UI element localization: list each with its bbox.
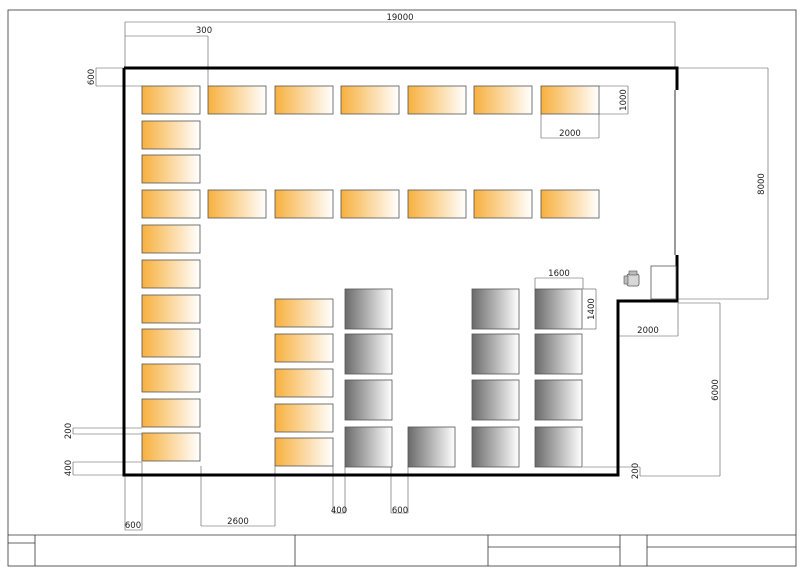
- dim-left-gap-b: 400: [64, 460, 74, 476]
- dim-gap-a: 400: [331, 506, 347, 516]
- dim-bottom-left: 600: [125, 521, 141, 531]
- desk: [407, 189, 467, 219]
- dim-left-gap-a: 200: [64, 423, 74, 439]
- table: [471, 426, 520, 468]
- dim-left-top-offset: 600: [87, 69, 97, 85]
- desk: [141, 189, 201, 219]
- table: [471, 333, 520, 375]
- desk: [141, 432, 201, 462]
- table: [407, 426, 456, 468]
- dim-desk-depth: 1000: [619, 89, 629, 111]
- desk: [274, 368, 334, 398]
- dim-table-width: 1600: [548, 269, 570, 279]
- desk-group: [141, 85, 600, 467]
- table: [471, 288, 520, 330]
- chair-icon: [623, 270, 640, 287]
- table: [344, 288, 393, 330]
- dim-bottom-right: 200: [631, 463, 641, 479]
- desk: [207, 85, 267, 115]
- room-wall: [124, 66, 679, 90]
- table: [344, 333, 393, 375]
- desk: [141, 259, 201, 289]
- table: [471, 379, 520, 421]
- dim-table-depth: 1400: [587, 298, 597, 320]
- dim-right-lower-depth: 6000: [711, 379, 721, 401]
- dim-overall-width: 19000: [386, 13, 413, 23]
- table-group: [344, 288, 583, 468]
- table: [534, 333, 583, 375]
- desk: [540, 189, 600, 219]
- desk: [141, 363, 201, 393]
- desk: [274, 189, 334, 219]
- desk: [141, 120, 201, 150]
- dim-top-offset: 300: [196, 26, 212, 36]
- table: [534, 379, 583, 421]
- desk: [473, 189, 533, 219]
- desk: [340, 189, 400, 219]
- dim-desk-width: 2000: [559, 129, 581, 139]
- table: [344, 379, 393, 421]
- desk: [141, 85, 201, 115]
- desk: [274, 298, 334, 328]
- table: [534, 288, 583, 330]
- desk: [274, 85, 334, 115]
- desk: [141, 224, 201, 254]
- dim-step-width: 2000: [637, 326, 659, 336]
- room-wall-lower: [122, 68, 679, 477]
- desk: [141, 328, 201, 358]
- desk: [473, 85, 533, 115]
- desk: [207, 189, 267, 219]
- desk: [141, 154, 201, 184]
- sheet-border: [7, 9, 797, 567]
- title-block: [8, 534, 796, 566]
- desk: [407, 85, 467, 115]
- desk: [141, 398, 201, 428]
- reception-counter: [650, 265, 677, 300]
- desk: [340, 85, 400, 115]
- table: [534, 426, 583, 468]
- desk: [274, 437, 334, 467]
- desk: [274, 333, 334, 363]
- desk: [540, 85, 600, 115]
- dim-gap-b: 600: [392, 506, 408, 516]
- desk: [274, 403, 334, 433]
- dim-aisle-width: 2600: [227, 517, 249, 527]
- dim-right-upper-depth: 8000: [757, 173, 767, 195]
- desk: [141, 294, 201, 324]
- table: [344, 426, 393, 468]
